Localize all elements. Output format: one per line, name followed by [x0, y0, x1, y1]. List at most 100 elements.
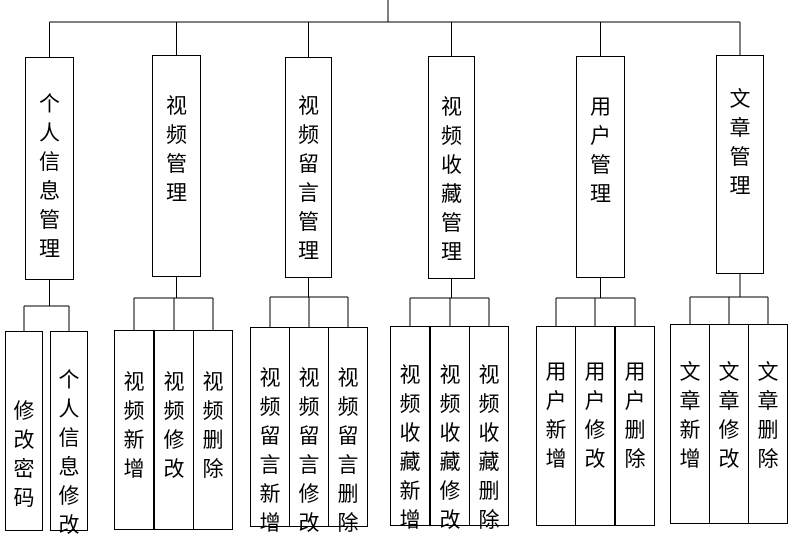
label-char: 信: [58, 426, 80, 450]
label-char: 言: [298, 181, 319, 205]
label-char: 频: [439, 392, 461, 416]
label-char: 除: [757, 447, 779, 471]
label-char: 管: [298, 210, 319, 234]
label-char: 新: [123, 428, 145, 452]
label-char: 理: [729, 174, 751, 198]
label-char: 视: [298, 366, 320, 390]
label-char: 章: [757, 389, 779, 413]
label-char: 章: [679, 389, 701, 413]
label-char: 视: [441, 95, 462, 119]
label-char: 删: [478, 479, 500, 503]
label-char: 理: [298, 239, 319, 263]
label-char: 增: [259, 511, 281, 535]
label-char: 管: [39, 208, 60, 232]
label-char: 除: [624, 447, 646, 471]
label-char: 修: [163, 428, 185, 452]
label-char: 言: [298, 453, 320, 477]
submodule-box: 用户修改: [575, 326, 615, 526]
label-char: 言: [337, 453, 359, 477]
label-char: 频: [202, 399, 224, 423]
label-char: 频: [259, 395, 281, 419]
label-char: 收: [399, 421, 421, 445]
label-char: 信: [39, 150, 60, 174]
module-box: 视频留言管理: [285, 57, 332, 278]
label-char: 视: [399, 363, 421, 387]
label-char: 文: [757, 360, 779, 384]
label-char: 频: [441, 124, 462, 148]
label-char: 删: [202, 428, 224, 452]
label-char: 除: [202, 457, 224, 481]
label-char: 视: [478, 363, 500, 387]
label-char: 用: [624, 360, 646, 384]
label-char: 新: [259, 482, 281, 506]
label-char: 息: [58, 455, 80, 479]
label-char: 频: [298, 395, 320, 419]
label-char: 改: [13, 428, 35, 452]
submodule-box: 视频修改: [154, 330, 194, 530]
label-char: 收: [439, 421, 461, 445]
label-char: 理: [590, 182, 611, 206]
label-char: 增: [123, 457, 145, 481]
label-char: 用: [590, 95, 611, 119]
label-char: 收: [478, 421, 500, 445]
module-box: 个人信息管理: [25, 57, 74, 280]
label-char: 改: [718, 447, 740, 471]
label-char: 删: [337, 482, 359, 506]
label-char: 留: [259, 424, 281, 448]
label-char: 视: [439, 363, 461, 387]
label-char: 文: [729, 87, 751, 111]
label-char: 视: [298, 94, 319, 118]
label-char: 频: [166, 123, 187, 147]
label-char: 频: [163, 399, 185, 423]
label-char: 藏: [439, 450, 461, 474]
label-char: 除: [337, 511, 359, 535]
label-char: 删: [757, 418, 779, 442]
label-char: 修: [439, 479, 461, 503]
label-char: 息: [39, 179, 60, 203]
label-char: 户: [624, 389, 646, 413]
label-char: 频: [337, 395, 359, 419]
module-box: 视频管理: [152, 55, 201, 277]
submodule-box: 视频收藏修改: [430, 326, 470, 532]
label-char: 频: [123, 399, 145, 423]
label-char: 留: [298, 424, 320, 448]
label-char: 理: [166, 181, 187, 205]
label-char: 人: [39, 121, 60, 145]
label-char: 除: [478, 508, 500, 532]
label-char: 收: [441, 153, 462, 177]
label-char: 新: [545, 418, 567, 442]
label-char: 修: [298, 482, 320, 506]
label-char: 管: [590, 153, 611, 177]
label-char: 频: [399, 392, 421, 416]
label-char: 视: [163, 370, 185, 394]
label-char: 户: [545, 389, 567, 413]
label-char: 改: [439, 508, 461, 532]
label-char: 新: [399, 479, 421, 503]
label-char: 改: [298, 511, 320, 535]
submodule-box: 视频留言修改: [289, 327, 329, 535]
label-char: 户: [590, 124, 611, 148]
label-char: 个: [39, 92, 60, 116]
submodule-box: 视频留言新增: [250, 327, 290, 535]
label-char: 新: [679, 418, 701, 442]
label-char: 藏: [478, 450, 500, 474]
label-char: 视: [259, 366, 281, 390]
label-char: 户: [584, 389, 606, 413]
label-char: 频: [298, 123, 319, 147]
label-char: 文: [718, 360, 740, 384]
submodule-box: 文章新增: [670, 324, 710, 524]
submodule-box: 视频留言删除: [328, 327, 368, 535]
label-char: 留: [337, 424, 359, 448]
submodule-box: 用户新增: [536, 326, 576, 526]
label-char: 增: [399, 508, 421, 532]
label-char: 管: [441, 211, 462, 235]
connector-lines: [23, 0, 769, 331]
label-char: 管: [166, 152, 187, 176]
label-char: 理: [441, 240, 462, 264]
module-box: 文章管理: [716, 55, 764, 274]
label-char: 频: [478, 392, 500, 416]
label-char: 留: [298, 152, 319, 176]
module-box: 视频收藏管理: [428, 56, 475, 279]
label-char: 改: [584, 447, 606, 471]
submodule-box: 视频新增: [114, 330, 154, 530]
